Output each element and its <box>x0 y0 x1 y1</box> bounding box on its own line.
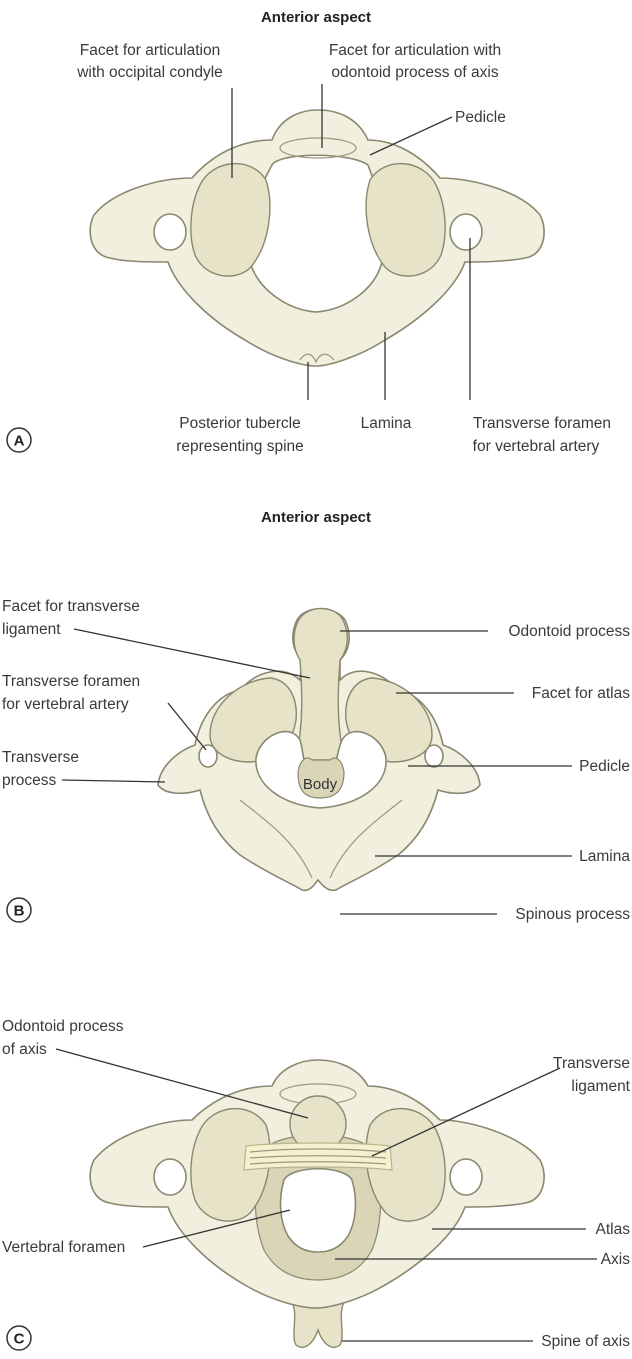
label-vertebral-foramen: Vertebral foramen <box>2 1239 125 1256</box>
label-transverse-lig-facet-line1: Facet for transverse <box>2 598 140 615</box>
label-transverse-lig-facet-line2: ligament <box>2 621 61 638</box>
label-pedicle-b: Pedicle <box>579 758 630 775</box>
panel-c: Odontoid process of axis Vertebral foram… <box>2 1018 631 1350</box>
label-posterior-tubercle-line2: representing spine <box>176 438 304 455</box>
atlas-c-left-transverse-foramen <box>154 1159 186 1195</box>
label-body: Body <box>303 776 338 793</box>
label-transverse-foramen-b-line1: Transverse foramen <box>2 673 140 690</box>
label-atlas-facet: Facet for atlas <box>532 685 630 702</box>
label-spinous-process: Spinous process <box>515 906 630 923</box>
label-odontoid-facet-line1: Facet for articulation with <box>329 42 501 59</box>
atlas-axis-drawing <box>90 1060 544 1347</box>
label-odontoid-c-line2: of axis <box>2 1041 47 1058</box>
panel-b-letter: B <box>14 903 25 920</box>
label-odontoid-c-line1: Odontoid process <box>2 1018 124 1035</box>
label-posterior-tubercle-line1: Posterior tubercle <box>179 415 300 432</box>
label-atlas: Atlas <box>596 1221 631 1238</box>
label-axis: Axis <box>601 1251 631 1268</box>
label-spine-of-axis: Spine of axis <box>541 1333 630 1350</box>
panel-a: Anterior aspect Facet for articulation w… <box>7 9 611 455</box>
label-occipital-facet-line1: Facet for articulation <box>80 42 220 59</box>
atlas-c-right-transverse-foramen <box>450 1159 482 1195</box>
panel-b-header: Anterior aspect <box>261 509 371 526</box>
panel-b: Anterior aspect Body Facet for transvers… <box>2 509 630 923</box>
label-lamina-a: Lamina <box>361 415 412 432</box>
vertebral-foramen-c <box>281 1169 356 1252</box>
atlas-drawing <box>90 110 544 366</box>
panel-a-letter: A <box>14 433 25 450</box>
label-odontoid-process-b: Odontoid process <box>509 623 631 640</box>
label-lamina-b: Lamina <box>579 848 630 865</box>
atlas-left-transverse-foramen <box>154 214 186 250</box>
label-transverse-process-line1: Transverse <box>2 749 79 766</box>
label-transverse-ligament-line2: ligament <box>571 1078 630 1095</box>
label-transverse-ligament-line1: Transverse <box>553 1055 630 1072</box>
axis-left-transverse-foramen <box>199 745 217 767</box>
axis-right-transverse-foramen <box>425 745 443 767</box>
leader-transverse-lig-facet <box>74 629 310 678</box>
label-transverse-foramen-a-line2: for vertebral artery <box>473 438 600 455</box>
label-transverse-process-line2: process <box>2 772 57 789</box>
leader-odontoid-c <box>56 1049 308 1118</box>
panel-c-letter: C <box>14 1331 25 1348</box>
panel-a-header: Anterior aspect <box>261 9 371 26</box>
label-odontoid-facet-line2: odontoid process of axis <box>331 64 498 81</box>
atlas-right-transverse-foramen <box>450 214 482 250</box>
label-occipital-facet-line2: with occipital condyle <box>76 64 223 81</box>
leader-transverse-process <box>62 780 165 782</box>
label-pedicle-a: Pedicle <box>455 109 506 126</box>
label-transverse-foramen-b-line2: for vertebral artery <box>2 696 129 713</box>
axis-odontoid-process <box>294 608 347 760</box>
leader-pedicle-a <box>370 117 452 155</box>
label-transverse-foramen-a-line1: Transverse foramen <box>473 415 611 432</box>
atlas-vertebral-foramen <box>249 155 382 312</box>
